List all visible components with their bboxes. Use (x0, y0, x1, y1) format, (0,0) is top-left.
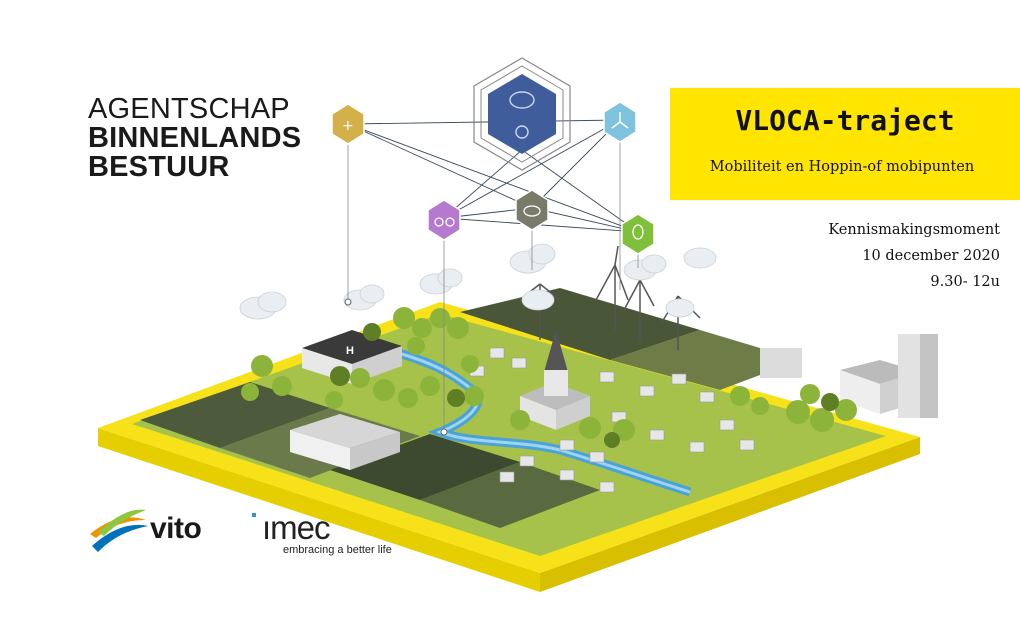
page-title: VLOCA-traject (735, 104, 955, 137)
imec-logo-mark (252, 513, 256, 517)
svg-text:+: + (342, 118, 354, 134)
tree-hex-icon (621, 213, 655, 255)
agency-line-2: BINNENLANDS (88, 122, 302, 154)
cloud-hex-icon (515, 189, 549, 231)
event-info: Kennismakingsmoment 10 december 2020 9.3… (828, 217, 1000, 295)
wind-turbine-hex-icon (603, 101, 637, 143)
field-top-right (460, 288, 700, 360)
weather-hex-icon (473, 57, 571, 171)
imec-logo-text: ımec (262, 509, 331, 546)
event-time: 9.30- 12u (930, 274, 1000, 290)
platform-side-right (540, 437, 920, 592)
page-subtitle: Mobiliteit en Hoppin-of mobipunten (709, 159, 975, 175)
event-name: Kennismakingsmoment (828, 222, 1000, 238)
mobility-hex-icon (427, 199, 461, 241)
vito-logo-mark (90, 509, 148, 552)
agency-line-1: AGENTSCHAP (88, 93, 290, 125)
platform-side-left (98, 428, 540, 592)
helicopter-pad-icon: H (346, 345, 354, 357)
agency-line-3: BESTUUR (88, 151, 230, 183)
agency-logo: AGENTSCHAP BINNENLANDS BESTUUR (88, 95, 301, 182)
health-hex-icon: + (331, 103, 365, 145)
grass-area (132, 314, 886, 556)
field-top-right-2 (610, 330, 800, 390)
field-dark-4 (420, 462, 600, 528)
imec-tagline: embracing a better life (283, 544, 392, 556)
field-dark-1 (140, 382, 330, 448)
event-date: 10 december 2020 (862, 248, 1000, 264)
field-dark-3 (330, 434, 520, 500)
title-banner: VLOCA-traject Mobiliteit en Hoppin-of mo… (670, 88, 1020, 200)
wind-turbine-icon (521, 245, 701, 350)
vito-logo-text: vito (150, 512, 202, 545)
